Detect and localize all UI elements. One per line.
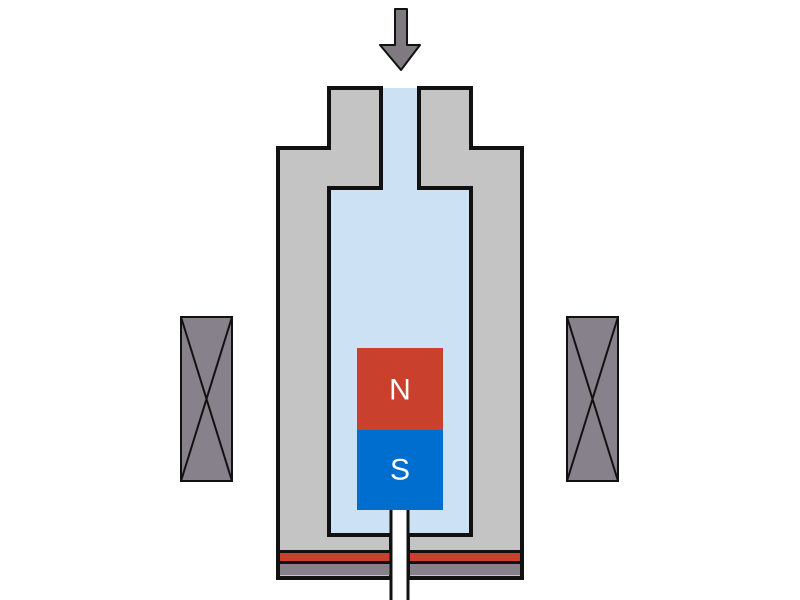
housing-right	[406, 86, 524, 580]
permanent-magnet: N S	[357, 348, 443, 510]
shaft	[389, 508, 410, 600]
base-plate	[280, 564, 520, 575]
coil-right	[566, 316, 619, 482]
coil-left	[180, 316, 233, 482]
north-label: N	[389, 374, 411, 407]
magnet-south-pole	[357, 430, 443, 510]
magnet-north-pole	[357, 348, 443, 430]
seal-layer	[278, 550, 522, 564]
housing-left	[276, 86, 393, 580]
housing	[276, 86, 524, 580]
flow-arrow-icon	[379, 8, 421, 71]
south-label: S	[390, 454, 410, 487]
